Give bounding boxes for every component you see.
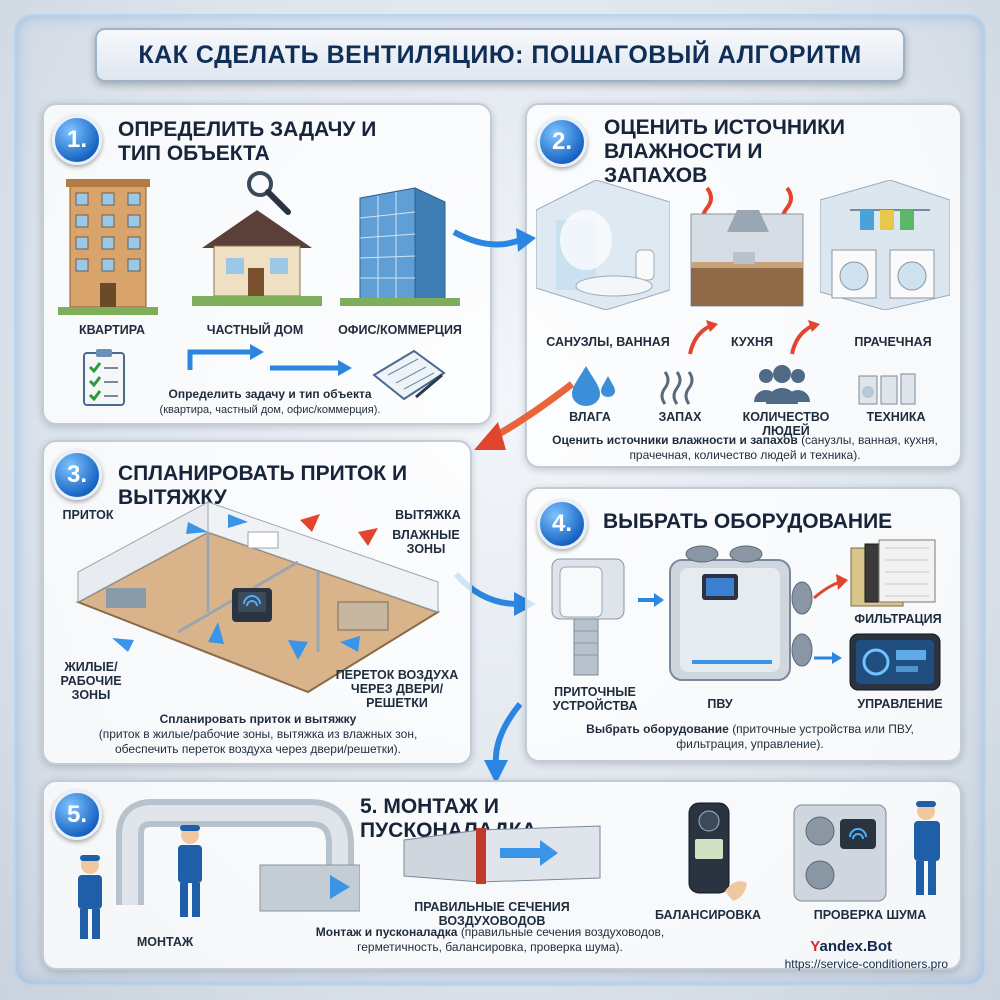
step2-factor-people: КОЛИЧЕСТВО ЛЮДЕЙ [742, 410, 830, 438]
step5-label-noise-check: ПРОВЕРКА ШУМА [813, 908, 927, 922]
step2-number-badge: 2. [537, 117, 587, 167]
office-building-image [340, 187, 460, 306]
title-banner: КАК СДЕЛАТЬ ВЕНТИЛЯЦИЮ: ПОШАГОВЫЙ АЛГОРИ… [95, 28, 905, 82]
step3-number: 3. [66, 461, 87, 488]
page-title: КАК СДЕЛАТЬ ВЕНТИЛЯЦИЮ: ПОШАГОВЫЙ АЛГОРИ… [138, 40, 862, 69]
step5-label-installation: МОНТАЖ [136, 935, 194, 949]
worker-right [178, 825, 202, 917]
noise-check-image [793, 801, 940, 902]
step3-heading: СПЛАНИРОВАТЬ ПРИТОК И ВЫТЯЖКУ [118, 462, 408, 509]
step4-label-control: УПРАВЛЕНИЕ [857, 697, 943, 711]
arrow-valve-to-pvu [638, 593, 664, 607]
step2-room-kitchen: КУХНЯ [730, 335, 774, 349]
step3-label-living-zones: ЖИЛЫЕ/ РАБОЧИЕ ЗОНЫ [60, 660, 122, 702]
blueprint-icon [372, 349, 446, 401]
step4-desc-text: (приточные устройства или ПВУ, фильтраци… [676, 722, 914, 751]
step2-factor-moisture: ВЛАГА [569, 410, 611, 424]
duct-section-image [403, 825, 601, 884]
step4-label-filtration: ФИЛЬТРАЦИЯ [854, 612, 942, 626]
laundry-image [820, 180, 950, 310]
step2-desc-bold: Оценить источники влажности и запахов [552, 433, 798, 447]
step4-desc-bold: Выбрать оборудование [586, 722, 729, 736]
brand-url: https://service-conditioners.pro [784, 957, 948, 971]
worker-left [78, 855, 102, 939]
step3-desc-bold: Спланировать приток и вытяжку [159, 712, 357, 726]
step1-label-office: ОФИС/КОММЕРЦИЯ [338, 323, 462, 337]
step2-factor-smell: ЗАПАХ [658, 410, 702, 424]
control-panel-image [849, 633, 941, 691]
step1-number: 1. [66, 126, 87, 153]
step2-room-bathroom: САНУЗЛЫ, ВАННАЯ [546, 335, 670, 349]
step5-number-badge: 5. [52, 790, 102, 840]
apartment-building-image [58, 179, 158, 315]
step1-description: Определить задачу и тип объекта (квартир… [120, 387, 420, 418]
step1-number-badge: 1. [52, 115, 102, 165]
step4-label-supply-devices: ПРИТОЧНЫЕ УСТРОЙСТВА [552, 685, 638, 713]
filter-panels-image [850, 539, 936, 607]
step4-description: Выбрать оборудование (приточные устройст… [565, 722, 935, 752]
arrow-step1-to-step2 [452, 228, 536, 252]
step2-factor-appliances: ТЕХНИКА [866, 410, 926, 424]
step3-number-badge: 3. [52, 450, 102, 500]
step2-description: Оценить источники влажности и запахов (с… [540, 433, 950, 463]
anemometer-icon [688, 802, 747, 901]
step2-room-laundry: ПРАЧЕЧНАЯ [854, 335, 932, 349]
step1-heading: ОПРЕДЕЛИТЬ ЗАДАЧУ И ТИП ОБЪЕКТА [118, 118, 377, 165]
brand-logo: Yandex.Bot [810, 938, 892, 955]
step3-label-air-overflow: ПЕРЕТОК ВОЗДУХА ЧЕРЕЗ ДВЕРИ/ РЕШЕТКИ [335, 668, 459, 710]
step5-desc-bold: Монтаж и пусконаладка [315, 925, 458, 939]
installation-duct-image [78, 799, 360, 939]
supply-valve-image [551, 558, 625, 676]
smell-waves-icon [660, 371, 694, 405]
floor-plan-image [75, 501, 441, 694]
bathroom-image [536, 180, 670, 310]
step4-number: 4. [551, 510, 572, 537]
arrow-step2-to-step3 [474, 381, 575, 450]
step5-description: Монтаж и пусконаладка (правильные сечени… [290, 925, 690, 955]
pvu-unit-image [669, 545, 813, 681]
step1-label-house: ЧАСТНЫЙ ДОМ [206, 323, 304, 337]
step3-label-wet-zones: ВЛАЖНЫЕ ЗОНЫ [392, 528, 460, 556]
step3-label-exhaust: ВЫТЯЖКА [395, 508, 461, 522]
step5-label-balancing: БАЛАНСИРОВКА [654, 908, 762, 922]
step1-desc-bold: Определить задачу и тип объекта [168, 387, 372, 401]
step2-heading: ОЦЕНИТЬ ИСТОЧНИКИ ВЛАЖНОСТИ И ЗАПАХОВ [604, 116, 845, 187]
wifi-controller-icon [243, 595, 261, 607]
step3-desc-text: (приток в жилые/рабочие зоны, вытяжка из… [98, 727, 418, 756]
step1-desc-text: (квартира, частный дом, офис/коммерция). [159, 404, 381, 416]
step3-label-supply: ПРИТОК [62, 508, 114, 522]
step4-number-badge: 4. [537, 499, 587, 549]
brand-y: Y [810, 938, 820, 955]
red-arrows-icon [688, 320, 820, 355]
step4-heading: ВЫБРАТЬ ОБОРУДОВАНИЕ [603, 510, 893, 533]
red-arrows-pvu-icon [813, 574, 848, 664]
step5-label-duct-sections: ПРАВИЛЬНЫЕ СЕЧЕНИЯ ВОЗДУХОВОДОВ [414, 900, 570, 928]
page-frame [14, 14, 986, 986]
step1-label-apartment: КВАРТИРА [78, 323, 146, 337]
flow-arrows-icon [187, 344, 352, 376]
step2-desc-text: (санузлы, ванная, кухня, прачечная, коли… [629, 433, 938, 462]
people-icon [754, 365, 810, 404]
private-house-image [192, 171, 322, 306]
step4-label-pvu: ПВУ [707, 697, 733, 711]
arrow-step4-to-step5 [484, 702, 523, 784]
clipboard-icon [83, 349, 125, 406]
step5-desc-text: (правильные сечения воздуховодов, гермет… [357, 925, 665, 954]
brand-rest: andex.Bot [819, 938, 892, 955]
step2-number: 2. [551, 128, 572, 155]
step5-number: 5. [66, 801, 87, 828]
kitchen-image [690, 186, 804, 307]
water-drop-icon [572, 366, 615, 406]
step3-description: Спланировать приток и вытяжку (приток в … [68, 712, 448, 757]
appliances-icon [858, 373, 916, 405]
